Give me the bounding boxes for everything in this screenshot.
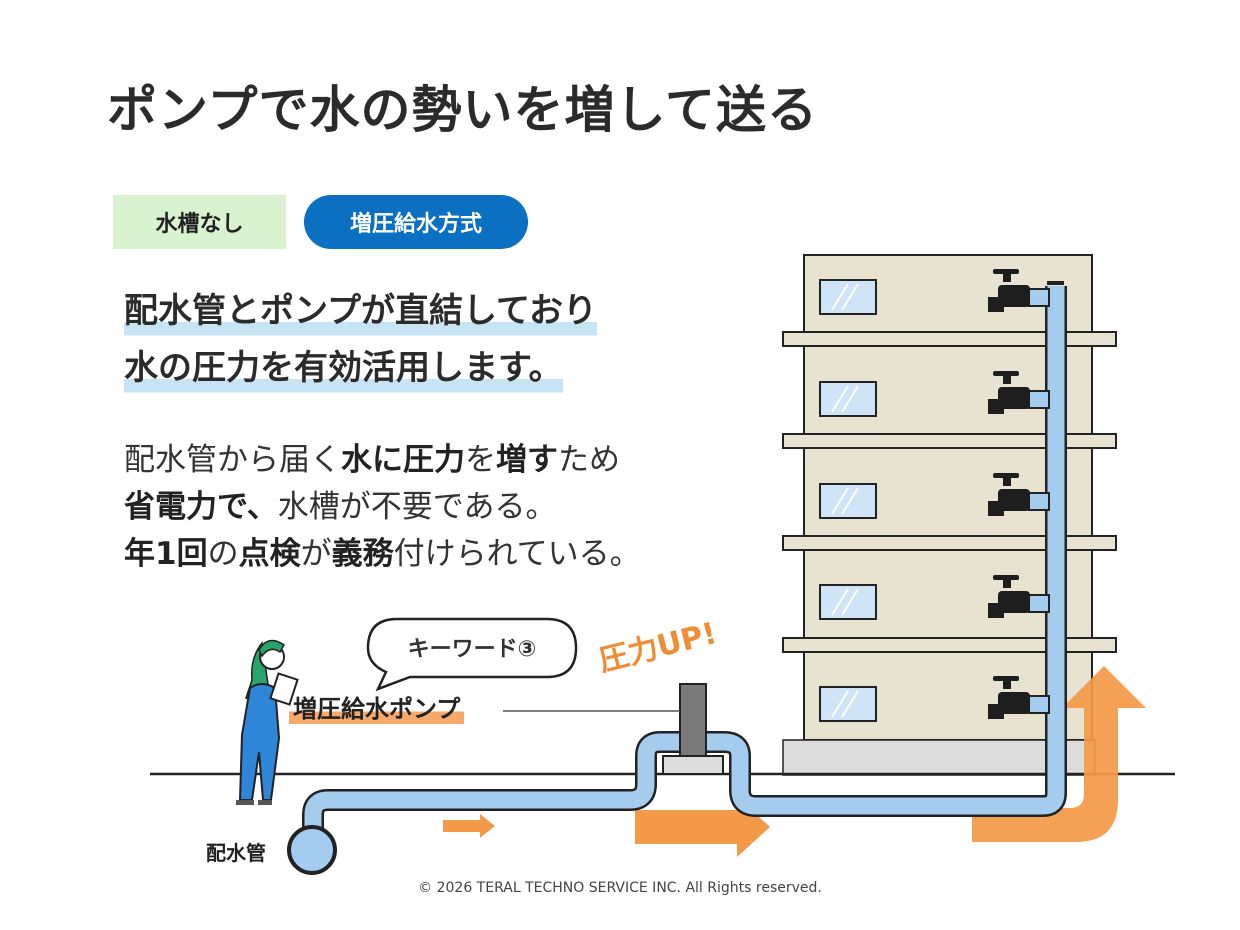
keyword-label: キーワード③	[408, 637, 537, 662]
faucet-icon	[988, 473, 1030, 516]
body-text-segment: 水槽が不要である。	[277, 489, 557, 525]
faucet-icon	[988, 676, 1030, 719]
body-emphasis: 年1回	[124, 536, 208, 572]
large-flow-arrow	[635, 797, 770, 857]
body-text-segment: が	[300, 536, 332, 572]
lead-text: 配水管とポンプが直結しており 水の圧力を有効活用します。	[124, 283, 597, 397]
pump-label: 増圧給水ポンプ	[289, 689, 465, 724]
faucet-icon	[988, 575, 1030, 618]
lead-line-2: 水の圧力を有効活用します。	[124, 340, 563, 397]
copyright: © 2026 TERAL TECHNO SERVICE INC. All Rig…	[418, 880, 822, 896]
page-title: ポンプで水の勢いを増して送る	[107, 81, 818, 139]
no-tank-tag: 水槽なし	[113, 195, 286, 249]
faucet-icon	[988, 269, 1030, 312]
booster-pump	[662, 683, 724, 775]
body-line-2: 省電力で、水槽が不要である。	[124, 484, 641, 531]
body-text-segment: 付けられている。	[393, 536, 641, 572]
body-emphasis: 義務	[331, 536, 394, 572]
water-main-label: 配水管	[206, 841, 266, 865]
small-flow-arrow	[443, 814, 495, 838]
keyword-bubble: キーワード③	[366, 617, 578, 692]
body-text-segment: ため	[558, 442, 620, 478]
flow-arrows	[443, 666, 1146, 857]
body-line-3: 年1回の点検が義務付けられている。	[124, 531, 641, 578]
inspector-figure	[236, 639, 299, 805]
body-emphasis: 増す	[496, 442, 558, 478]
body-line-1: 配水管から届く水に圧力を増すため	[124, 437, 641, 484]
body-text: 配水管から届く水に圧力を増すため 省電力で、水槽が不要である。 年1回の点検が義…	[124, 437, 641, 578]
body-text-segment: の	[207, 536, 239, 572]
up-flow-arrow	[972, 666, 1146, 842]
building-windows	[819, 279, 877, 722]
faucets	[988, 269, 1030, 719]
body-emphasis: 省電力で、	[124, 489, 278, 525]
lead-line-1: 配水管とポンプが直結しており	[124, 283, 597, 340]
body-text-segment: を	[465, 442, 496, 478]
faucet-icon	[988, 371, 1030, 414]
water-main-icon	[287, 825, 337, 875]
body-emphasis: 水に圧力	[341, 442, 465, 478]
body-emphasis: 点検	[238, 536, 301, 572]
body-text-segment: 配水管から届く	[124, 442, 341, 478]
system-tag: 増圧給水方式	[304, 195, 528, 249]
